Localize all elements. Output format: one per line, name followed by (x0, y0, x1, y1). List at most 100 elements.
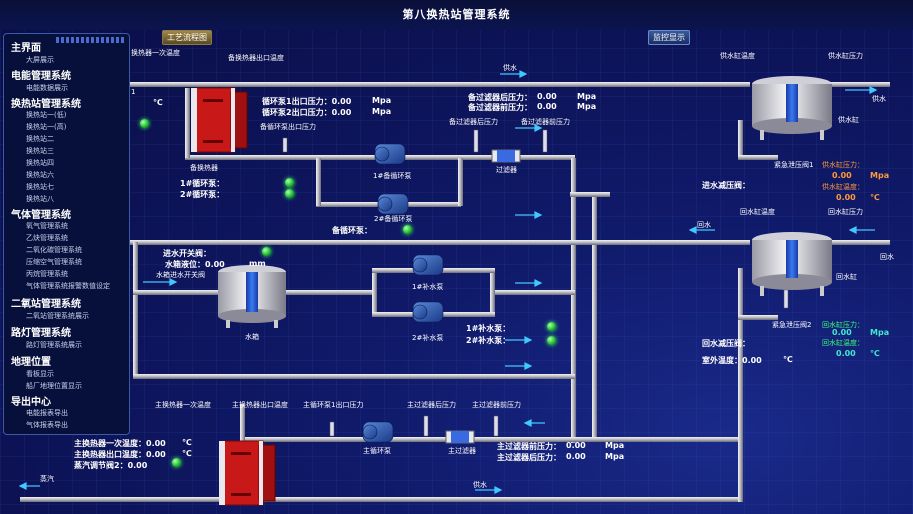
label-mpa5: Mpa (605, 441, 625, 450)
nav-export-0[interactable]: 电能报表导出 (26, 409, 68, 417)
nav-gas-3[interactable]: 压缩空气管理系统 (26, 258, 82, 266)
status-lamp-circ2 (285, 189, 294, 198)
label-circ-pressure1: 循环泵1出口压力：0.00 (262, 97, 352, 106)
nav-gas[interactable]: 气体管理系统 (11, 210, 71, 221)
nav-gas-2[interactable]: 二氧化碳管理系统 (26, 246, 82, 254)
label-tank-press-unit: Mpa (870, 171, 890, 180)
label-circ1: 1#循环泵： (180, 179, 225, 188)
sidebar-nav (3, 33, 130, 435)
nav-export[interactable]: 导出中心 (11, 397, 51, 408)
label-spare-hx: 备换热器 (190, 164, 218, 172)
label-makeup2: 2#补水泵 (412, 334, 444, 342)
main-heat-exchanger (219, 440, 276, 506)
label-supply2: 供水 (872, 95, 886, 103)
nav-heat-7[interactable]: 换热站八 (26, 195, 54, 203)
nav-gas-4[interactable]: 丙烷管理系统 (26, 270, 68, 278)
label-tank-temp-val: 0.00 (836, 193, 856, 202)
label-circ2: 2#循环泵： (180, 190, 225, 199)
nav-street[interactable]: 路灯管理系统 (11, 328, 71, 339)
nav-heat-5[interactable]: 换热站六 (26, 171, 54, 179)
nav-energy[interactable]: 电能管理系统 (11, 71, 71, 82)
nav-geo-1[interactable]: 船厂地理位置显示 (26, 382, 82, 390)
nav-heat[interactable]: 换热站管理系统 (11, 99, 81, 110)
label-ret-tank-press: 回水缸压力 (828, 208, 863, 216)
label-tank-press-lbl: 供水缸压力： (822, 161, 864, 169)
label-ret-temp-lbl: 回水缸温度： (822, 339, 864, 347)
label-c1: ℃ (182, 438, 192, 447)
page-title: 第八换热站管理系统 (402, 8, 511, 21)
nav-geo[interactable]: 地理位置 (11, 357, 51, 368)
status-lamp-spare-circ (403, 225, 412, 234)
label-tank-temp-lbl: 供水缸温度： (822, 183, 864, 191)
label-water-level: 水箱液位：0.00 (165, 260, 225, 269)
label-filter-after-v: 0.00 (537, 92, 557, 101)
process-diagram-button[interactable]: 工艺流程图 (162, 30, 212, 45)
label-spare-hx-out-temp: 备换热器出口温度 (228, 54, 284, 62)
label-steam-valve: 蒸汽调节阀2：0.00 (74, 461, 148, 470)
label-unit-c-top: ℃ (153, 98, 163, 107)
status-lamp-circ1 (285, 178, 294, 187)
nav-co2[interactable]: 二氧站管理系统 (11, 299, 81, 310)
label-supply1: 供水 (503, 64, 517, 72)
nav-co2-0[interactable]: 二氧站管理系统展示 (26, 312, 89, 320)
label-spare-circ: 备循环泵： (332, 226, 372, 235)
label-makeup2s: 2#补水泵： (466, 336, 511, 345)
nav-heat-0[interactable]: 换热站一(低) (26, 111, 67, 119)
label-main-prim-temp: 主换热器一次温度 (155, 401, 211, 409)
label-main-circ: 主循环泵 (363, 447, 391, 455)
label-emerg2: 紧急泄压阀2 (772, 321, 812, 329)
label-outdoor-unit: ℃ (783, 355, 793, 364)
nav-heat-2[interactable]: 换热站二 (26, 135, 54, 143)
label-ret-press-val: 0.00 (832, 328, 852, 337)
label-tank-temp: 供水缸温度 (720, 52, 755, 60)
water-tank (218, 265, 286, 328)
label-return-tank: 回水缸 (836, 273, 857, 281)
label-ret-press-unit: Mpa (870, 328, 890, 337)
filters (445, 149, 521, 444)
nav-energy-0[interactable]: 电能数据展示 (26, 84, 68, 92)
label-main-filter: 主过滤器 (448, 447, 476, 455)
label-tank-temp-unit: ℃ (870, 193, 880, 202)
nav-export-1[interactable]: 气体报表导出 (26, 421, 68, 429)
label-filter-after-p: 备过滤器后压力： (468, 93, 532, 102)
label-ret-temp-unit: ℃ (870, 349, 880, 358)
label-main-filter-before: 主过滤器前压力 (472, 401, 521, 409)
label-supply-bottom: 供水 (473, 481, 487, 489)
label-supply-tank: 供水缸 (838, 116, 859, 124)
nav-gas-0[interactable]: 氧气管理系统 (26, 222, 68, 230)
label-outdoor: 室外温度：0.00 (702, 356, 762, 365)
label-mf-before-v: 0.00 (566, 441, 586, 450)
sidebar-stripe (56, 37, 126, 43)
nav-main[interactable]: 主界面 (11, 43, 41, 54)
label-filter-before-v: 0.00 (537, 102, 557, 111)
flow-arrows (18, 70, 878, 494)
nav-gas-1[interactable]: 乙炔管理系统 (26, 234, 68, 242)
label-steam: 蒸汽 (40, 475, 54, 483)
label-mpa3: Mpa (577, 92, 597, 101)
nav-heat-4[interactable]: 换热站四 (26, 159, 54, 167)
nav-heat-6[interactable]: 换热站七 (26, 183, 54, 191)
nav-heat-3[interactable]: 换热站三 (26, 147, 54, 155)
label-main-filter-after: 主过滤器后压力 (407, 401, 456, 409)
label-mpa1: Mpa (372, 96, 392, 105)
nav-heat-1[interactable]: 换热站一(高) (26, 123, 67, 131)
label-main-out-val: 主换热器出口温度：0.00 (74, 450, 166, 459)
label-ret-press-lbl: 回水缸压力： (822, 321, 864, 329)
label-main-hx-out-temp: 主换热器出口温度 (232, 401, 288, 409)
nav-main-0[interactable]: 大屏展示 (26, 56, 54, 64)
label-filter-before-p2: 备过滤器前压力 (521, 118, 570, 126)
label-mf-after: 主过滤器后压力： (497, 453, 561, 462)
nav-geo-0[interactable]: 看板显示 (26, 370, 54, 378)
monitor-display-button[interactable]: 监控显示 (648, 30, 690, 45)
status-lamp-makeup1 (547, 322, 556, 331)
label-pump2-spare: 2#备循环泵 (374, 215, 413, 223)
label-emerg1: 紧急泄压阀1 (774, 161, 814, 169)
nav-street-0[interactable]: 路灯管理系统展示 (26, 341, 82, 349)
label-mf-after-v: 0.00 (566, 452, 586, 461)
label-c2: ℃ (182, 449, 192, 458)
nav-gas-5[interactable]: 气体管理系统报警数值设定 (26, 282, 110, 290)
label-inlet-valve: 进水开关阀： (163, 249, 211, 258)
pumps (362, 143, 444, 443)
label-return2: 回水 (880, 253, 894, 261)
